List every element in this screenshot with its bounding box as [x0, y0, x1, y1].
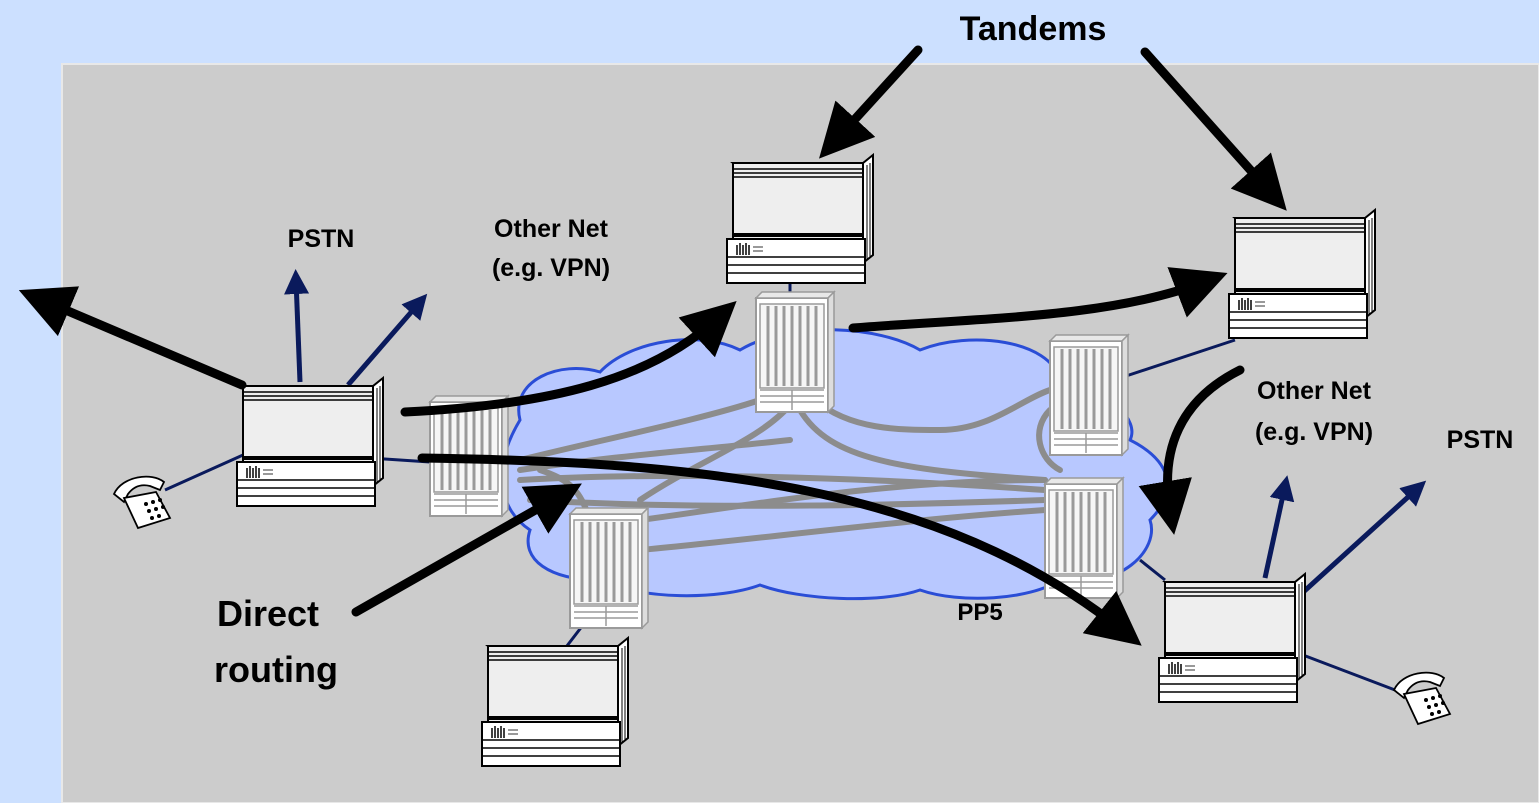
pp5-label: PP5	[957, 599, 1002, 626]
direct-routing-line2: routing	[214, 649, 338, 690]
blue-arrows	[284, 269, 1427, 597]
direct-routing-line1: Direct	[217, 593, 319, 634]
pbx-switch-icon-right	[1157, 572, 1307, 704]
access-links	[164, 280, 1396, 692]
router-rack-icon	[1048, 333, 1130, 457]
other-net-left-line2: (e.g. VPN)	[492, 254, 610, 282]
pbx-switch-icon-left	[235, 376, 385, 508]
direct-route-arrow	[417, 453, 1142, 646]
other-net-left-line1: Other Net	[494, 215, 609, 243]
router-rack-icon	[568, 506, 650, 630]
pstn-right-arrow	[1298, 480, 1427, 597]
other-net-right-line1: Other Net	[1257, 377, 1372, 405]
black-arrows	[18, 45, 1287, 646]
pbx-switch-icon-tandem-1	[725, 153, 875, 285]
pstn-left-label: PSTN	[288, 225, 355, 253]
direct-routing-pointer-arrow	[351, 483, 582, 617]
tandem-to-tandem-arrow	[848, 267, 1228, 333]
router-rack-icon	[754, 290, 836, 414]
tandem-pointer-1-arrow	[819, 45, 923, 159]
pstn-exit-arrow	[18, 286, 247, 390]
pbx-switch-icon-tandem-2	[1227, 208, 1377, 340]
other-net-right-arrow	[1262, 475, 1295, 579]
other-net-left-arrow	[346, 293, 428, 387]
pbx-switch-icon-bottom	[480, 636, 630, 768]
tandem-2-to-right-arrow	[1138, 365, 1245, 535]
tandems-label: Tandems	[960, 10, 1107, 48]
other-net-right-line2: (e.g. VPN)	[1255, 418, 1373, 446]
pstn-right-label: PSTN	[1447, 426, 1514, 454]
tandem-pointer-2-arrow	[1140, 47, 1287, 211]
pstn-left-arrow	[284, 269, 310, 383]
route-to-tandem-1-arrow	[400, 301, 737, 417]
